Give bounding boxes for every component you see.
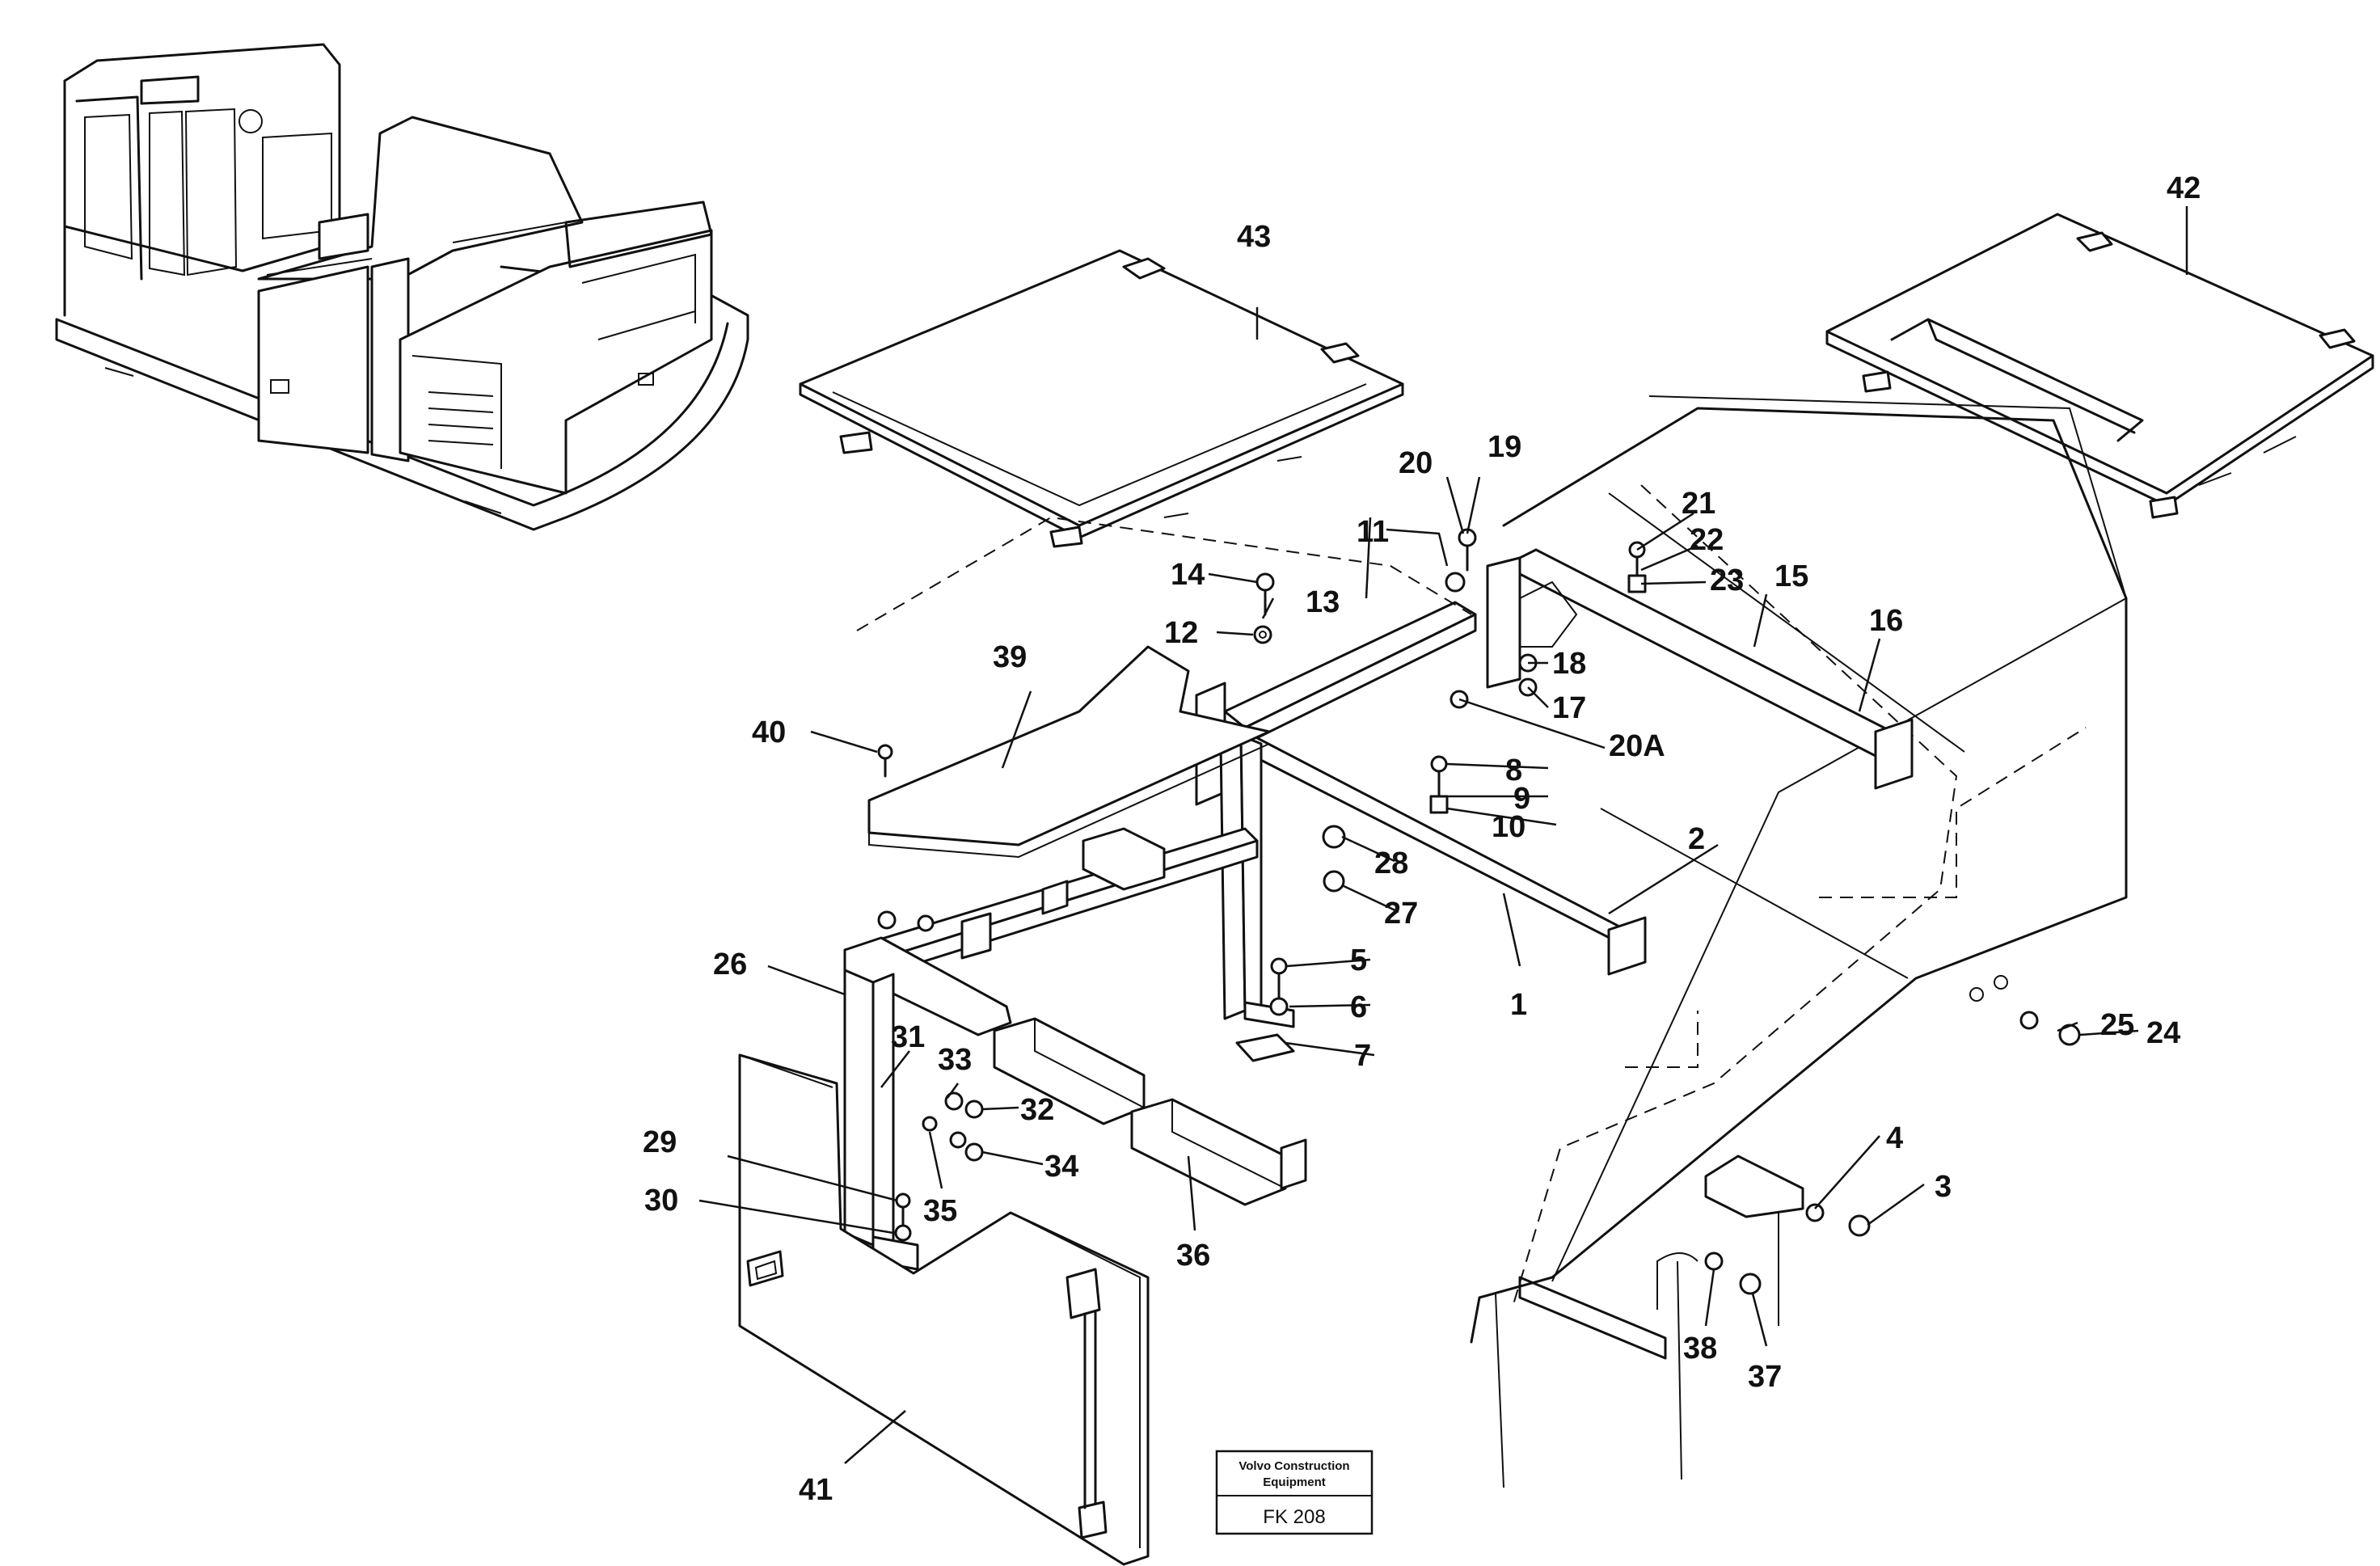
part-label-10: 10 — [1492, 810, 1525, 844]
part-label-2: 2 — [1688, 822, 1705, 856]
part-label-37: 37 — [1748, 1360, 1782, 1394]
part-label-9: 9 — [1513, 782, 1530, 816]
part-label-11: 11 — [1357, 515, 1389, 549]
part-label-14: 14 — [1171, 558, 1205, 592]
tube-sections-36 — [993, 1017, 1307, 1206]
part-label-29: 29 — [643, 1125, 677, 1159]
cover-panel-43 — [799, 249, 1404, 548]
stamp-line-1: Volvo Construction — [1239, 1459, 1349, 1473]
part-label-4: 4 — [1886, 1121, 1903, 1155]
part-label-36: 36 — [1176, 1239, 1210, 1273]
part-label-5: 5 — [1350, 943, 1367, 977]
part-label-15: 15 — [1774, 559, 1808, 593]
part-label-22: 22 — [1690, 523, 1724, 557]
part-label-39: 39 — [993, 640, 1027, 674]
part-label-8: 8 — [1505, 753, 1522, 787]
stamp-line-2: Equipment — [1263, 1475, 1326, 1489]
leader-lines — [698, 206, 2188, 1464]
part-label-20a: 20A — [1609, 729, 1665, 763]
part-label-27: 27 — [1384, 897, 1418, 931]
part-label-6: 6 — [1350, 990, 1367, 1024]
part-label-30: 30 — [644, 1184, 678, 1218]
part-label-20: 20 — [1399, 446, 1433, 480]
figure-stamp: Volvo Construction Equipment FK 208 — [1215, 1450, 1374, 1535]
main-frame — [1195, 601, 1647, 1062]
part-label-28: 28 — [1374, 846, 1408, 880]
part-label-25: 25 — [2100, 1008, 2134, 1042]
part-label-12: 12 — [1164, 616, 1198, 650]
rear-frame-15 — [1486, 548, 1914, 790]
part-label-35: 35 — [923, 1194, 957, 1228]
part-label-26: 26 — [713, 948, 747, 981]
part-label-7: 7 — [1354, 1039, 1371, 1073]
stamp-code: FK 208 — [1263, 1506, 1325, 1528]
part-label-34: 34 — [1044, 1150, 1078, 1184]
part-label-19: 19 — [1488, 430, 1521, 464]
part-label-23: 23 — [1710, 564, 1744, 597]
part-label-40: 40 — [752, 715, 786, 749]
machine-overview-illustration — [55, 43, 749, 531]
part-label-24: 24 — [2146, 1016, 2180, 1050]
part-label-3: 3 — [1935, 1170, 1952, 1204]
part-label-32: 32 — [1020, 1093, 1054, 1127]
part-label-16: 16 — [1869, 604, 1903, 638]
part-label-38: 38 — [1683, 1332, 1717, 1366]
cover-panel-42 — [1825, 213, 2374, 519]
lower-frame-26 — [843, 827, 1259, 1271]
part-label-31: 31 — [891, 1020, 925, 1054]
part-labels: 43 42 20 19 21 22 23 15 16 11 14 13 12 1… — [643, 171, 2201, 1507]
part-label-1: 1 — [1510, 988, 1527, 1022]
part-label-18: 18 — [1552, 647, 1586, 681]
part-label-42: 42 — [2167, 171, 2201, 205]
part-label-13: 13 — [1306, 585, 1340, 619]
part-label-43: 43 — [1237, 220, 1271, 254]
part-label-17: 17 — [1552, 691, 1586, 725]
part-label-41: 41 — [799, 1473, 833, 1507]
part-label-21: 21 — [1682, 487, 1715, 521]
part-label-33: 33 — [938, 1043, 972, 1077]
floor-plate-39 — [856, 516, 1472, 859]
door-panel-41 — [738, 1053, 1150, 1566]
